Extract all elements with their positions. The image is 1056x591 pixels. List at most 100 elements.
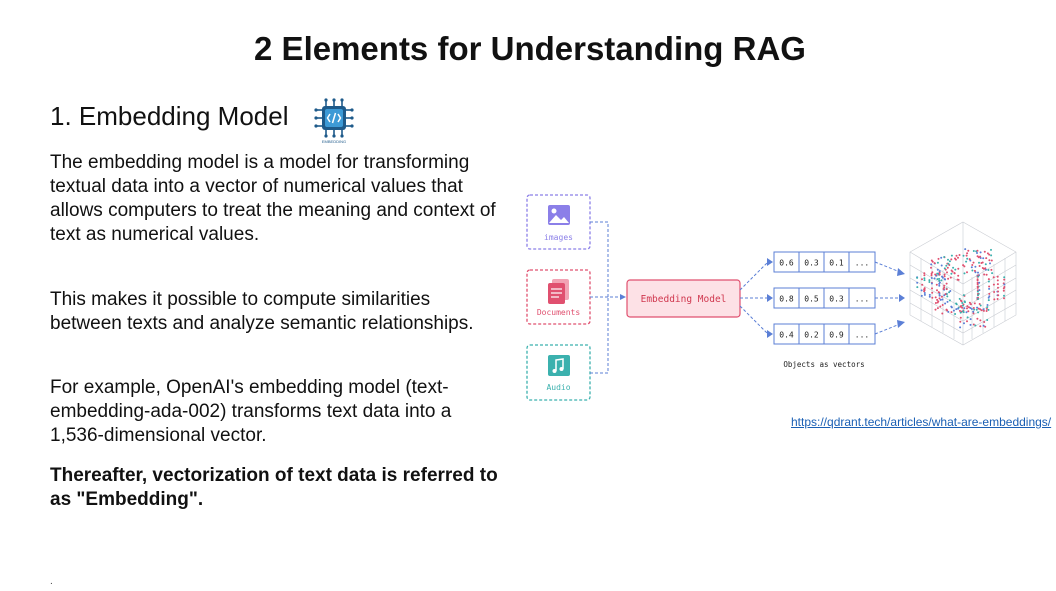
embedding-point: [970, 266, 973, 269]
embedding-point: [938, 277, 941, 280]
embedding-point: [923, 292, 926, 294]
embedding-point: [983, 273, 986, 276]
embedding-point: [972, 307, 975, 309]
embedding-point: [950, 269, 953, 272]
embedding-point: [945, 264, 948, 267]
embedding-point: [979, 308, 982, 311]
embedding-point: [964, 248, 967, 251]
embedding-point: [988, 285, 991, 288]
embedding-point: [977, 311, 980, 314]
embedding-point: [996, 283, 999, 286]
embedding-point: [928, 293, 931, 296]
embedding-point: [943, 278, 946, 281]
embedding-point: [961, 302, 964, 304]
embedding-point: [979, 319, 982, 322]
embedding-point: [931, 296, 934, 299]
embedding-point: [977, 298, 980, 300]
vector-value: 0.5: [804, 295, 819, 304]
embedding-point: [982, 308, 985, 311]
embedding-point: [987, 269, 990, 271]
embedding-point: [934, 273, 937, 276]
vector-value: 0.6: [779, 259, 794, 268]
vector-connectors: [739, 261, 769, 335]
embedding-point: [1002, 289, 1005, 292]
input-label-audio: Audio: [546, 383, 570, 392]
embedding-point: [962, 294, 965, 297]
embedding-point: [997, 286, 999, 289]
embedding-point: [981, 267, 984, 269]
embedding-point: [979, 255, 982, 258]
embedding-point: [940, 279, 943, 282]
embedding-point: [955, 302, 958, 305]
embedding-point: [941, 298, 944, 301]
input-images-box: images: [526, 194, 591, 250]
embedding-point: [979, 325, 982, 328]
embedding-point: [939, 305, 942, 308]
embedding-point: [944, 302, 947, 305]
embedding-point: [968, 301, 971, 304]
embedding-point: [1003, 283, 1006, 286]
embedding-point: [936, 301, 939, 304]
embedding-point: [959, 311, 962, 314]
embedding-point: [985, 310, 988, 312]
space-connectors: [874, 261, 901, 335]
vector-value: 0.3: [804, 259, 819, 268]
embedding-point: [993, 291, 996, 293]
embedding-point: [936, 278, 939, 281]
embedding-point: [936, 307, 939, 310]
embedding-point: [974, 324, 977, 327]
embedding-point: [948, 260, 951, 263]
embedding-point: [963, 300, 966, 303]
embedding-point: [930, 263, 933, 266]
embedding-point: [923, 287, 926, 290]
embedding-point: [971, 269, 974, 272]
embedding-point: [982, 309, 985, 312]
vector-row-2: 0.8 0.5 0.3 ...: [773, 287, 876, 309]
embedding-point: [954, 257, 956, 260]
embedding-point: [936, 289, 938, 292]
embedding-point: [977, 307, 980, 310]
embedding-point: [976, 255, 979, 258]
embedding-point: [945, 288, 948, 291]
embedding-point: [990, 248, 992, 251]
embedding-point: [984, 325, 987, 328]
embedding-point: [957, 274, 960, 277]
embedding-point: [996, 279, 999, 282]
embedding-point: [974, 265, 977, 268]
vector-value: 0.9: [829, 331, 844, 340]
embedding-point: [972, 250, 975, 252]
paragraph-similarity: This makes it possible to compute simila…: [50, 289, 474, 334]
embedding-point: [937, 257, 940, 260]
embedding-point: [962, 310, 965, 313]
vector-value: 0.1: [829, 259, 844, 268]
embedding-point: [933, 277, 936, 280]
embedding-point: [949, 290, 952, 292]
model-label: Embedding Model: [641, 294, 727, 305]
embedding-point: [966, 307, 968, 310]
embedding-point: [1003, 286, 1006, 288]
embedding-point: [997, 290, 1000, 293]
embedding-point: [966, 316, 969, 319]
embedding-point: [979, 304, 982, 307]
embedding-point: [950, 254, 953, 257]
embedding-point: [930, 282, 933, 285]
embedding-point: [981, 261, 984, 264]
embedding-point: [959, 326, 962, 329]
embedding-point: [966, 271, 968, 274]
embedding-point: [940, 264, 943, 267]
embedding-point: [931, 291, 934, 294]
embedding-point: [920, 294, 923, 297]
embedding-points: [916, 248, 1006, 329]
embedding-point: [987, 299, 990, 302]
source-link[interactable]: https://qdrant.tech/articles/what-are-em…: [791, 415, 1052, 429]
embedding-point: [957, 307, 960, 310]
embedding-point: [957, 267, 960, 270]
embedding-point: [967, 306, 970, 309]
embedding-point: [990, 259, 993, 262]
embedding-point: [920, 289, 923, 292]
embedding-point: [992, 276, 995, 279]
embedding-point: [931, 287, 933, 290]
embedding-point: [997, 294, 1000, 297]
embedding-point: [938, 273, 941, 276]
audio-icon: [548, 355, 570, 376]
